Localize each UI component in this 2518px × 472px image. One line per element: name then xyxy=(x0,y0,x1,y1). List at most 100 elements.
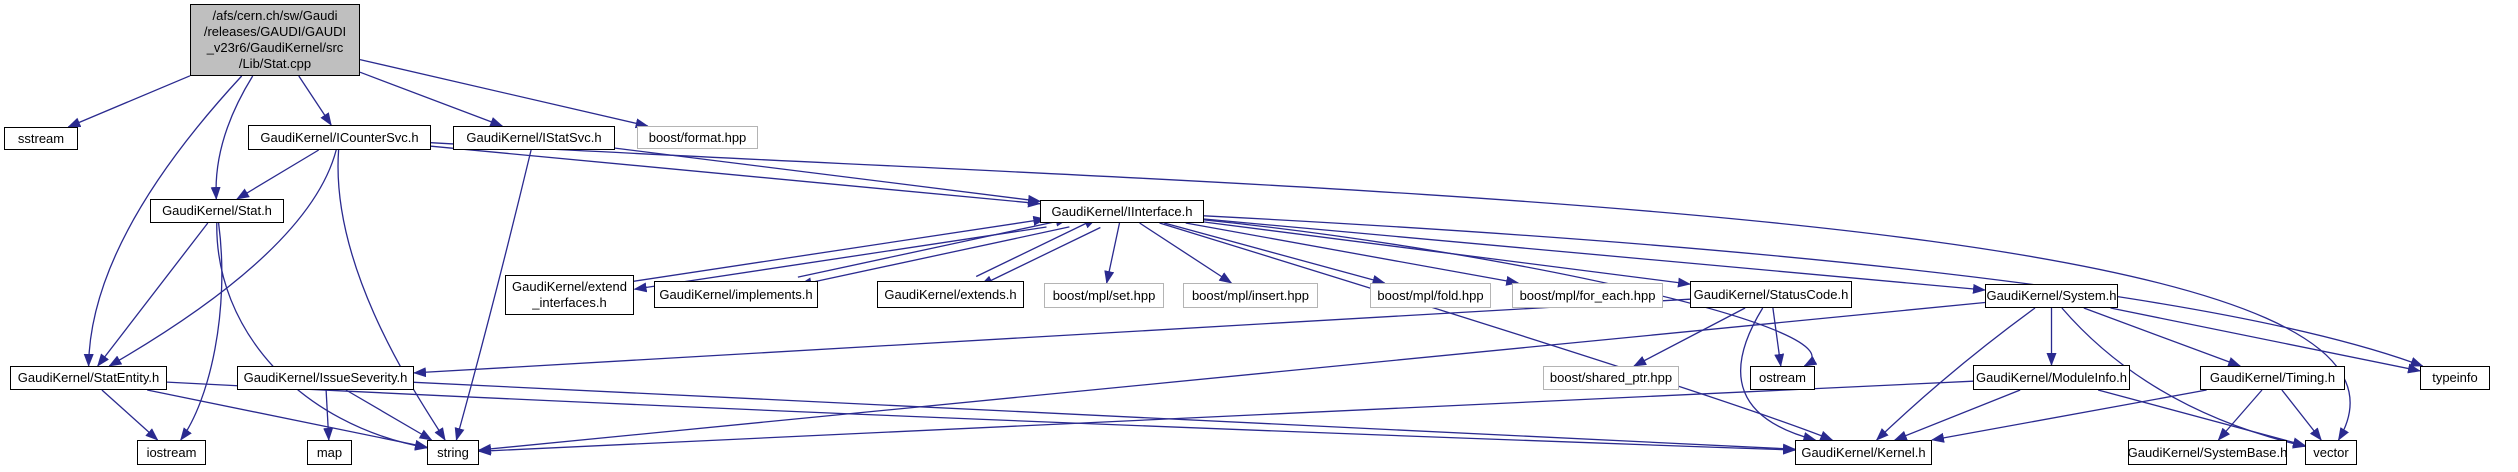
node-format_hpp: boost/format.hpp xyxy=(637,126,758,149)
node-shared_ptr: boost/shared_ptr.hpp xyxy=(1543,366,1679,390)
node-label: GaudiKernel/implements.h xyxy=(659,286,813,302)
node-label: GaudiKernel/System.h xyxy=(1986,288,2117,304)
node-mpl_fold: boost/mpl/fold.hpp xyxy=(1370,283,1491,308)
include-edge-stat_cpp-icountersvc xyxy=(298,75,332,126)
node-statentity[interactable]: GaudiKernel/StatEntity.h xyxy=(10,366,167,390)
include-edge-icountersvc-vector xyxy=(430,142,2351,441)
node-label: boost/mpl/insert.hpp xyxy=(1191,287,1310,303)
node-label: sstream xyxy=(17,130,65,146)
include-edge-icountersvc-string xyxy=(337,149,446,441)
node-label: iostream xyxy=(146,444,197,460)
include-edge-stat_h-string xyxy=(216,222,428,451)
node-label: boost/mpl/fold.hpp xyxy=(1377,287,1484,303)
node-label: map xyxy=(316,444,343,460)
node-label: GaudiKernel/ModuleInfo.h xyxy=(1975,369,2128,385)
node-string: string xyxy=(427,440,479,465)
include-edge-extend_interfaces-iinterface xyxy=(633,215,1047,282)
include-edge-timing-kernel xyxy=(1931,389,2207,443)
include-edge-iinterface-extend_interfaces xyxy=(633,226,1047,293)
include-edge-stat_h-statentity xyxy=(97,222,209,367)
include-edge-stat_cpp-format_hpp xyxy=(359,58,649,129)
node-label: GaudiKernel/SystemBase.h xyxy=(2127,444,2288,460)
include-edge-stat_cpp-stat_h xyxy=(210,75,254,200)
include-edge-icountersvc-stat_h xyxy=(236,149,320,200)
node-system[interactable]: GaudiKernel/System.h xyxy=(1985,284,2118,308)
include-edge-iinterface-kernel xyxy=(1159,222,1834,441)
node-kernel[interactable]: GaudiKernel/Kernel.h xyxy=(1795,440,1932,465)
include-edge-istatsvc-iinterface xyxy=(614,147,1041,205)
node-mpl_for_each: boost/mpl/for_each.hpp xyxy=(1512,283,1663,308)
include-edge-iinterface-mpl_for_each xyxy=(1185,222,1520,286)
include-edge-implements-iinterface xyxy=(797,216,1069,278)
node-vector: vector xyxy=(2305,440,2357,465)
include-edge-iinterface-mpl_insert xyxy=(1139,222,1233,284)
node-stat_h[interactable]: GaudiKernel/Stat.h xyxy=(150,199,284,223)
include-edge-timing-systembase xyxy=(2217,389,2263,441)
include-edge-issueseverity-string xyxy=(345,389,433,441)
include-edge-statentity-string xyxy=(147,389,428,450)
node-label: GaudiKernel/IssueSeverity.h xyxy=(243,370,408,386)
include-edge-stat_cpp-sstream xyxy=(67,75,191,128)
include-edge-issueseverity-map xyxy=(323,389,334,441)
include-edge-moduleinfo-kernel xyxy=(1893,389,2021,441)
node-mpl_set: boost/mpl/set.hpp xyxy=(1044,283,1164,308)
node-label: boost/mpl/for_each.hpp xyxy=(1519,287,1656,303)
include-edge-icountersvc-iinterface xyxy=(430,145,1041,208)
node-iostream: iostream xyxy=(137,440,206,465)
include-edge-statuscode-ostream xyxy=(1772,307,1785,367)
include-edge-iinterface-system xyxy=(1203,218,1986,294)
node-typeinfo: typeinfo xyxy=(2420,366,2490,390)
include-edge-iinterface-typeinfo xyxy=(1203,215,2424,367)
node-mpl_insert: boost/mpl/insert.hpp xyxy=(1183,283,1318,308)
node-issueseverity[interactable]: GaudiKernel/IssueSeverity.h xyxy=(237,366,414,390)
node-label: GaudiKernel/StatusCode.h xyxy=(1693,286,1849,302)
include-edge-moduleinfo-string xyxy=(478,380,1974,456)
include-edge-system-typeinfo xyxy=(2110,307,2421,374)
include-edge-icountersvc-statentity xyxy=(108,149,337,367)
node-statuscode[interactable]: GaudiKernel/StatusCode.h xyxy=(1690,281,1852,308)
node-label: GaudiKernel/extend _interfaces.h xyxy=(512,279,627,310)
node-label: GaudiKernel/extends.h xyxy=(884,286,1017,302)
include-edge-statentity-iostream xyxy=(101,389,159,441)
node-extend_interfaces[interactable]: GaudiKernel/extend _interfaces.h xyxy=(505,275,634,315)
node-label: GaudiKernel/IStatSvc.h xyxy=(466,130,602,146)
node-label: /afs/cern.ch/sw/Gaudi /releases/GAUDI/GA… xyxy=(203,8,347,71)
node-label: GaudiKernel/Timing.h xyxy=(2209,370,2336,386)
node-label: typeinfo xyxy=(2432,370,2478,386)
include-edge-system-kernel xyxy=(1875,307,2036,441)
include-edge-system-string xyxy=(478,301,1986,454)
include-edge-iinterface-implements xyxy=(798,226,1070,288)
node-extends[interactable]: GaudiKernel/extends.h xyxy=(877,281,1024,308)
node-label: GaudiKernel/Kernel.h xyxy=(1801,444,1926,460)
include-edge-iinterface-extends xyxy=(979,226,1101,287)
node-implements[interactable]: GaudiKernel/implements.h xyxy=(654,281,818,308)
include-edge-stat_h-iostream xyxy=(180,222,223,441)
node-sstream: sstream xyxy=(4,127,78,150)
include-edge-system-timing xyxy=(2083,307,2242,367)
node-label: GaudiKernel/Stat.h xyxy=(162,203,272,219)
include-edge-iinterface-mpl_fold xyxy=(1164,222,1386,285)
include-edge-statuscode-issueseverity xyxy=(413,298,1691,378)
include-edge-system-vector xyxy=(2061,307,2306,449)
include-edge-extends-iinterface xyxy=(975,217,1098,278)
node-label: GaudiKernel/StatEntity.h xyxy=(17,370,160,386)
node-label: boost/format.hpp xyxy=(648,129,747,145)
node-istatsvc[interactable]: GaudiKernel/IStatSvc.h xyxy=(453,126,615,150)
node-label: boost/shared_ptr.hpp xyxy=(1549,370,1673,386)
include-edge-statuscode-shared_ptr xyxy=(1633,307,1746,367)
node-stat_cpp: /afs/cern.ch/sw/Gaudi /releases/GAUDI/GA… xyxy=(190,4,360,76)
node-icountersvc[interactable]: GaudiKernel/ICounterSvc.h xyxy=(248,125,431,150)
include-edge-issueseverity-kernel xyxy=(413,381,1796,454)
node-iinterface[interactable]: GaudiKernel/IInterface.h xyxy=(1040,200,1204,223)
include-edge-istatsvc-string xyxy=(454,149,532,441)
node-label: string xyxy=(437,444,469,460)
node-timing[interactable]: GaudiKernel/Timing.h xyxy=(2200,366,2345,390)
node-systembase[interactable]: GaudiKernel/SystemBase.h xyxy=(2128,440,2287,465)
include-edge-moduleinfo-vector xyxy=(2097,389,2306,448)
node-moduleinfo[interactable]: GaudiKernel/ModuleInfo.h xyxy=(1973,365,2130,390)
include-edge-iinterface-mpl_set xyxy=(1104,222,1121,284)
include-edge-stat_cpp-statentity xyxy=(83,75,243,367)
node-label: GaudiKernel/IInterface.h xyxy=(1051,203,1193,219)
include-edge-statentity-kernel xyxy=(166,381,1796,455)
